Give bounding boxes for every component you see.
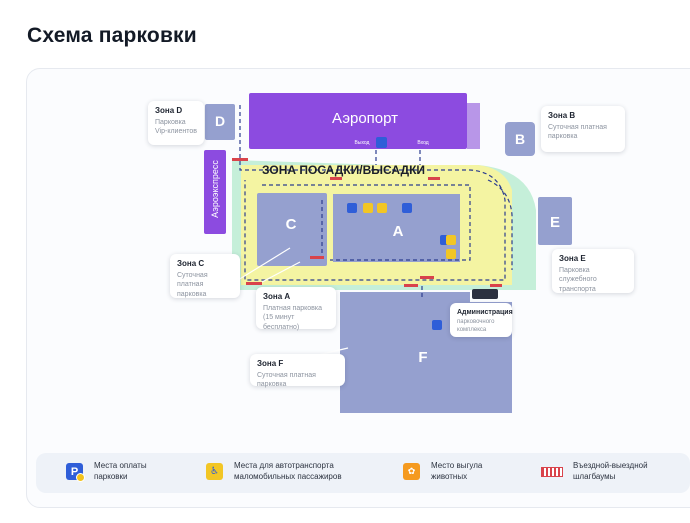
callout-line: Суточная платная [548, 124, 607, 132]
callout-line: парковка [177, 290, 207, 298]
airport-annex [467, 103, 480, 149]
airport-building [249, 93, 467, 149]
callout-title: Зона C [177, 259, 205, 268]
legend-line: Место выгула [431, 461, 483, 470]
legend-line: Места оплаты [94, 461, 147, 470]
callout-zone-e: Зона E Парковка служебного транспорта [552, 249, 634, 293]
callout-title: Зона E [559, 254, 586, 263]
callout-pointer [237, 247, 349, 356]
callout-title: Зона B [548, 111, 576, 120]
callout-zone-d: Зона D Парковка Vip-клиентов [148, 101, 204, 145]
callout-line: парковка [548, 133, 578, 141]
aeroexpress-building [204, 150, 226, 234]
legend-item-parking: P Места оплаты парковки [66, 461, 147, 483]
callout-zone-b: Зона B Суточная платная парковка [541, 106, 625, 152]
pet-icon: ✿ [403, 463, 420, 481]
legend-item-accessible: ♿ Места для автотранспорта маломобильных… [206, 461, 342, 483]
page-title: Схема парковки [27, 24, 197, 47]
callout-admin: Администрация парковочного комплекса [450, 303, 513, 337]
barrier-icon [541, 466, 563, 477]
callout-title: Администрация [457, 309, 513, 316]
legend-item-barrier: Въездной-выездной шлагбаумы [541, 461, 648, 483]
callout-line: Парковка [155, 119, 186, 127]
legend-line: Въездной-выездной [573, 461, 648, 470]
map-legend: P Места оплаты парковки ♿ Места для авто… [36, 453, 690, 493]
admin-building [472, 289, 498, 299]
callout-title: Зона D [155, 106, 183, 115]
callout-line: Суточная платная парковка [257, 372, 316, 389]
callout-title: Зона A [263, 292, 291, 301]
legend-line: Места для автотранспорта [234, 461, 334, 470]
zone-d-area [205, 104, 235, 140]
accessible-icon: ♿ [206, 463, 223, 481]
parking-icon [347, 137, 450, 330]
zone-e-area [538, 197, 572, 245]
callout-zone-f: Зона F Суточная платная парковка [250, 354, 345, 389]
callout-line: Парковка служебного [559, 267, 597, 284]
road-right-curve [478, 165, 536, 290]
callout-line: комплекса [457, 326, 487, 333]
callout-line: транспорта [559, 285, 596, 293]
callout-line: (15 минут бесплатно) [263, 314, 300, 331]
parking-icon: P [66, 463, 85, 483]
legend-item-pet: ✿ Место выгула животных [403, 461, 482, 483]
legend-line: маломобильных пассажиров [234, 471, 342, 481]
zone-c-area [257, 193, 327, 266]
callout-title: Зона F [257, 359, 284, 368]
callout-line: Vip-клиентов [155, 128, 197, 136]
barrier-markers [232, 158, 502, 287]
legend-line: животных [431, 471, 468, 481]
callout-line: парковочного [457, 319, 495, 326]
traffic-route [239, 105, 513, 300]
callout-line: Суточная платная [177, 272, 208, 289]
callout-zone-c: Зона C Суточная платная парковка [170, 254, 240, 298]
legend-line: парковки [94, 471, 128, 481]
legend-line: шлагбаумы [573, 471, 616, 481]
zone-b-area [505, 122, 535, 156]
accessible-icon [363, 203, 456, 259]
callout-zone-a: Зона A Платная парковка (15 минут беспла… [256, 287, 336, 331]
callout-line: Платная парковка [263, 305, 322, 313]
